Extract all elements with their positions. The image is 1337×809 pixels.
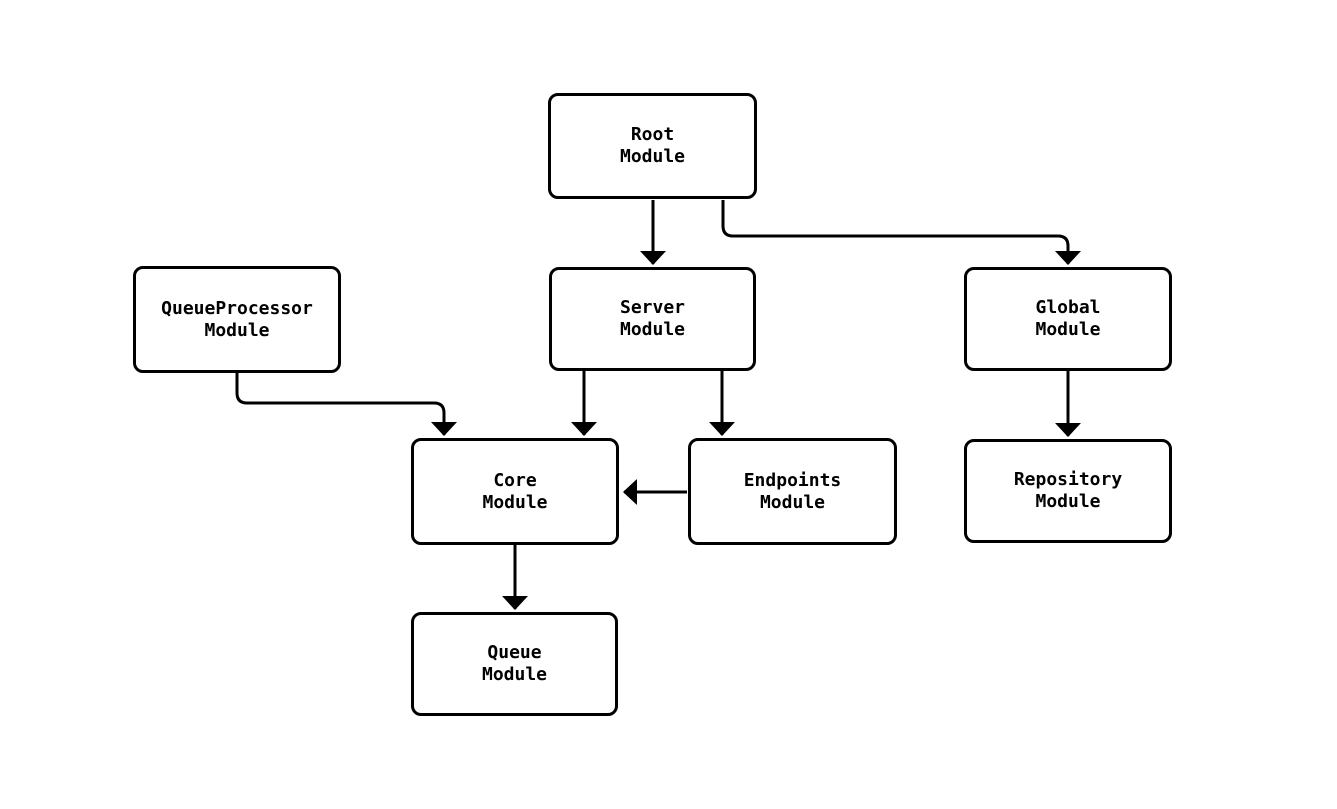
node-queueprocessor-module: QueueProcessor Module xyxy=(133,266,341,373)
node-global-module: Global Module xyxy=(964,267,1172,371)
node-core-module: Core Module xyxy=(411,438,619,545)
node-repository-module-label: Repository Module xyxy=(1013,469,1123,512)
node-root-module: Root Module xyxy=(548,93,757,199)
node-queue-module: Queue Module xyxy=(411,612,618,716)
node-server-module: Server Module xyxy=(549,267,756,371)
node-repository-module: Repository Module xyxy=(964,439,1172,543)
node-endpoints-module-label: Endpoints Module xyxy=(743,469,842,513)
node-server-module-label: Server Module xyxy=(619,297,686,340)
node-global-module-label: Global Module xyxy=(1035,297,1101,340)
node-queue-module-label: Queue Module xyxy=(481,642,548,685)
node-core-module-label: Core Module xyxy=(482,469,548,513)
node-root-module-label: Root Module xyxy=(619,124,686,167)
node-endpoints-module: Endpoints Module xyxy=(688,438,897,545)
node-queueprocessor-module-label: QueueProcessor Module xyxy=(161,297,313,341)
edge-root-to-global xyxy=(721,200,1081,265)
edge-queueprocessor-to-core xyxy=(235,372,457,436)
